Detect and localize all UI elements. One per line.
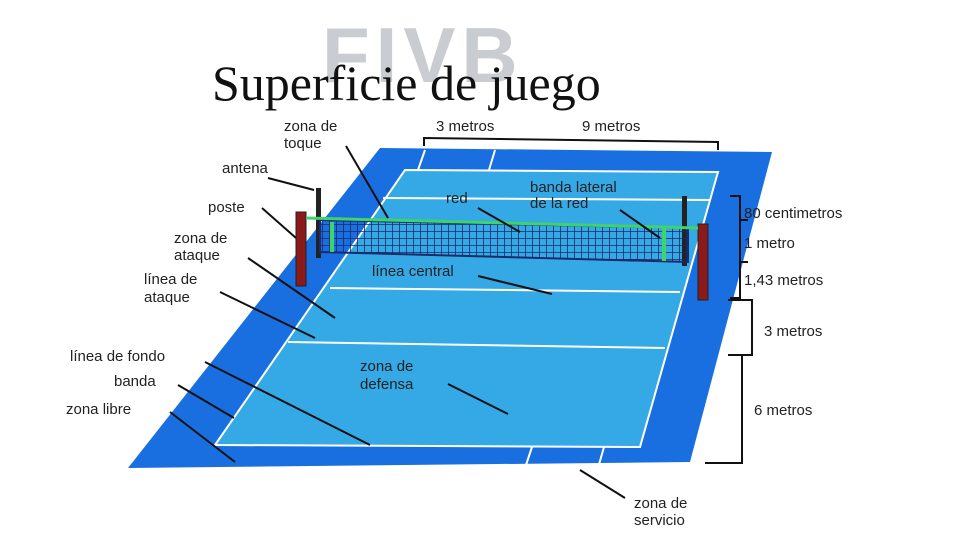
pointer-antena xyxy=(267,177,315,191)
label-banda-lateral-1: banda lateral xyxy=(530,179,617,196)
pointer-zona-toque xyxy=(345,145,389,219)
bracket-right-court xyxy=(728,299,753,356)
label-1-43-metros: 1,43 metros xyxy=(744,272,823,289)
service-mark xyxy=(524,446,533,469)
label-linea-central: línea central xyxy=(372,263,454,280)
label-zona-ataque-2: ataque xyxy=(174,247,220,264)
label-banda-lateral-2: de la red xyxy=(530,195,588,212)
label-linea-fondo: línea de fondo xyxy=(70,348,165,365)
label-zona-toque-2: toque xyxy=(284,135,322,152)
service-mark xyxy=(597,446,605,469)
pointer-banda-lateral xyxy=(619,209,661,239)
label-antena: antena xyxy=(222,160,269,177)
post-right xyxy=(697,223,709,301)
label-zona-defensa-1: zona de xyxy=(360,358,413,375)
pointer-zona-servicio xyxy=(579,469,626,499)
antenna-left xyxy=(316,188,321,258)
attack-line-far xyxy=(382,197,711,201)
fivb-logo: FIVB xyxy=(322,11,524,99)
bracket-right-net xyxy=(730,195,741,299)
pointer-zona-ataque xyxy=(247,257,336,319)
label-banda: banda xyxy=(114,373,156,390)
net-top-band xyxy=(305,216,699,230)
label-9-metros: 9 metros xyxy=(582,118,640,135)
label-zona-libre: zona libre xyxy=(66,401,131,418)
attack-line-near xyxy=(287,341,666,349)
bracket-top xyxy=(423,136,719,150)
label-linea-ataque-2: ataque xyxy=(144,289,190,306)
bracket-right-back xyxy=(705,354,743,464)
pointer-zona-defensa xyxy=(447,383,509,415)
label-linea-ataque-1: línea de xyxy=(144,271,197,288)
label-3-metros-side: 3 metros xyxy=(764,323,822,340)
service-mark xyxy=(488,149,496,171)
center-line xyxy=(329,287,681,293)
pointer-linea-central xyxy=(477,275,553,295)
pointer-linea-fondo xyxy=(204,361,371,446)
label-zona-defensa-2: defensa xyxy=(360,376,414,393)
label-3-metros-top: 3 metros xyxy=(436,118,494,135)
service-mark xyxy=(417,149,426,171)
label-zona-ataque-1: zona de xyxy=(174,230,227,247)
label-zona-servicio-2: servicio xyxy=(634,512,685,529)
label-red: red xyxy=(446,190,468,207)
label-zona-toque-1: zona de xyxy=(284,118,337,135)
page-title: Superficie de juego xyxy=(212,55,601,111)
pointer-linea-ataque xyxy=(219,291,316,339)
pointer-banda xyxy=(177,384,235,419)
pointer-red xyxy=(477,207,521,233)
label-zona-servicio-1: zona de xyxy=(634,495,687,512)
label-poste: poste xyxy=(208,199,245,216)
label-6-metros: 6 metros xyxy=(754,402,812,419)
label-1-metro: 1 metro xyxy=(744,235,795,252)
post-left xyxy=(295,211,307,287)
pointer-poste xyxy=(261,207,297,239)
pointer-zona-libre xyxy=(169,411,236,463)
label-80-cm: 80 centimetros xyxy=(744,205,842,222)
